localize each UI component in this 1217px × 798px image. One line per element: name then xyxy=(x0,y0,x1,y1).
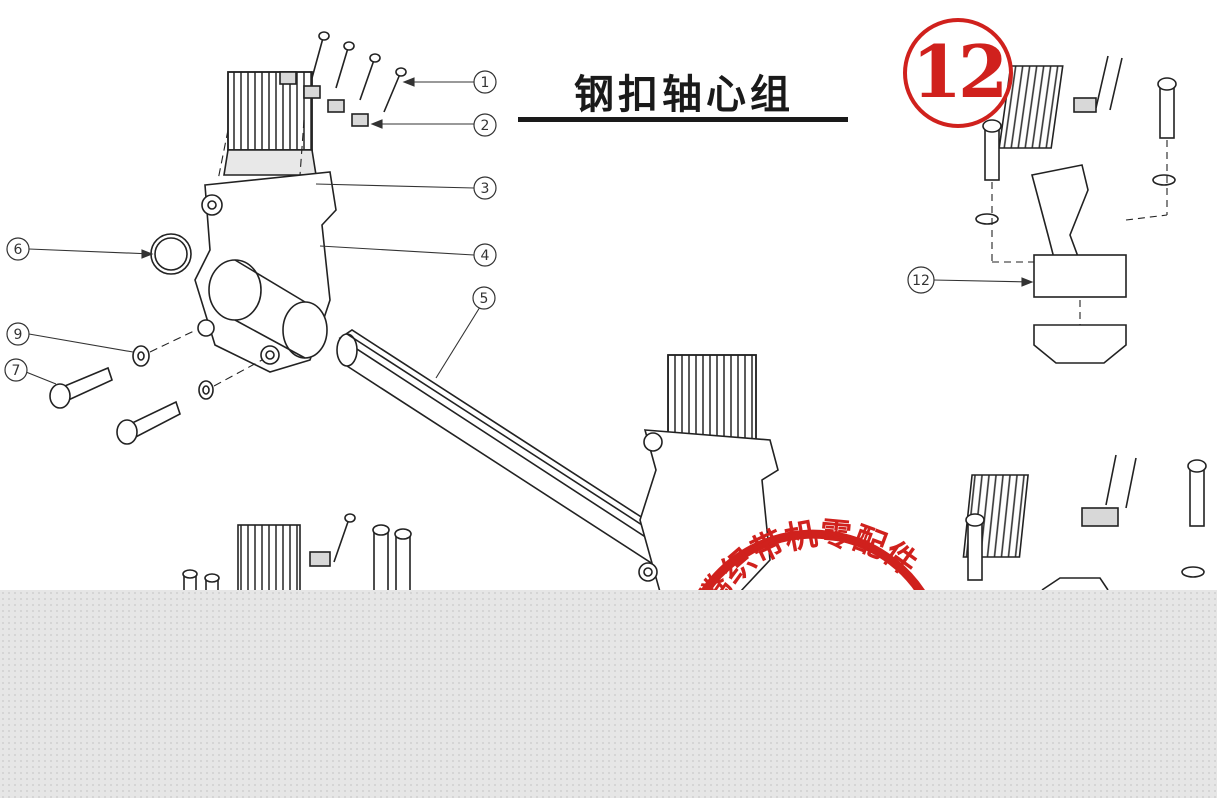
svg-text:4: 4 xyxy=(481,248,490,264)
callout-7: 6 xyxy=(6,237,30,261)
clips-4 xyxy=(279,71,369,127)
bottom-overlay-band xyxy=(0,590,1217,798)
callout-6: 7 xyxy=(4,358,28,382)
screws-5 xyxy=(311,31,407,113)
callout-12: 12 xyxy=(907,266,935,294)
callout-1: 5 xyxy=(472,286,496,310)
leader-9 xyxy=(28,333,134,353)
leader-1 xyxy=(435,306,481,379)
main-assembly xyxy=(49,31,702,590)
snap-ring xyxy=(150,233,192,275)
washers xyxy=(132,345,214,400)
shaft xyxy=(336,329,702,590)
leader-3 xyxy=(315,183,475,189)
cap-screws xyxy=(49,366,181,445)
part12-assembly xyxy=(975,55,1177,364)
callout-2: 4 xyxy=(473,243,497,267)
leader-2 xyxy=(319,245,475,256)
svg-text:6: 6 xyxy=(14,242,23,258)
svg-text:1: 1 xyxy=(481,75,490,91)
leader-lines xyxy=(25,77,1034,385)
leader-7 xyxy=(28,248,153,255)
callout-9: 9 xyxy=(6,322,30,346)
lower-right-assembly xyxy=(962,454,1207,591)
svg-text:2: 2 xyxy=(481,118,490,134)
svg-text:3: 3 xyxy=(481,181,490,197)
lower-left-assembly xyxy=(182,513,412,611)
section-number-badge: 12 xyxy=(903,18,1013,128)
drawing-title: 钢扣轴心组 xyxy=(574,72,794,118)
bracket-body xyxy=(194,171,337,373)
assembly-lines xyxy=(149,119,305,387)
callout-3: 3 xyxy=(473,176,497,200)
callout-4: 2 xyxy=(473,113,497,137)
svg-text:9: 9 xyxy=(14,327,23,343)
callout-5: 1 xyxy=(473,70,497,94)
part12-screws xyxy=(982,55,1177,181)
leader-12 xyxy=(932,279,1033,283)
svg-text:5: 5 xyxy=(480,291,489,307)
svg-text:12: 12 xyxy=(912,273,930,289)
comb-plate xyxy=(223,71,317,176)
svg-text:7: 7 xyxy=(12,363,21,379)
leader-6 xyxy=(25,371,57,385)
title-underline xyxy=(518,117,848,122)
